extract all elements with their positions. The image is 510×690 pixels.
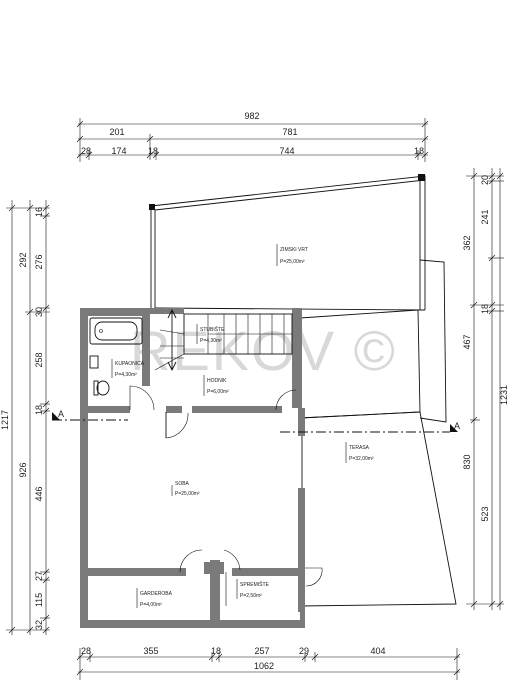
room-area: P=4,30m² — [115, 372, 137, 378]
room-name: GARDEROBA — [140, 591, 173, 597]
dim-left-926: 926 — [18, 462, 28, 477]
room-soba: SOBA P=25,00m² — [171, 481, 200, 497]
bathroom-fixtures — [89, 317, 143, 396]
dim-left-446: 446 — [34, 486, 44, 501]
room-area: P=4,00m² — [140, 602, 162, 608]
dim-top-18b: 18 — [414, 146, 424, 156]
dim-right-20: 20 — [480, 175, 490, 185]
room-name: SPREMIŠTE — [240, 581, 270, 588]
dim-left-total: 1217 — [0, 410, 10, 430]
room-area: P=25,00m² — [175, 491, 200, 497]
dim-right-830: 830 — [462, 454, 472, 469]
dim-bottom-404: 404 — [370, 646, 385, 656]
room-zimski-vrt: ZIMSKI VRT P=25,00m² — [276, 244, 308, 266]
room-name: TERASA — [349, 445, 370, 451]
dim-bottom-29: 29 — [299, 646, 309, 656]
room-garderoba: GARDEROBA P=4,00m² — [136, 588, 173, 608]
room-kupaonica: KUPAONICA P=4,30m² — [111, 359, 145, 378]
section-line: A A — [52, 409, 460, 433]
room-spremiste: SPREMIŠTE P=2,50m² — [236, 579, 270, 599]
dim-bottom-28: 28 — [81, 646, 91, 656]
dim-right-241: 241 — [480, 209, 490, 224]
dim-right-467: 467 — [462, 334, 472, 349]
top-dimensions: 982 201 781 28 174 18 744 18 — [76, 111, 429, 162]
dim-top-total: 982 — [244, 111, 259, 121]
dim-bottom-total: 1062 — [254, 661, 274, 671]
room-name: ZIMSKI VRT — [280, 247, 308, 253]
stairs — [154, 308, 293, 372]
room-area: P=6,00m² — [207, 389, 229, 395]
room-area: P=2,50m² — [240, 593, 262, 599]
bottom-dimensions: 28 355 18 257 29 404 1062 — [76, 646, 461, 680]
dim-left-276: 276 — [34, 254, 44, 269]
winter-garden — [149, 174, 426, 311]
dim-right-total: 1231 — [499, 385, 509, 405]
section-mark-left: A — [58, 409, 64, 419]
dim-bottom-18: 18 — [211, 646, 221, 656]
room-area: P=4,30m² — [200, 338, 222, 344]
dim-bottom-257: 257 — [254, 646, 269, 656]
dim-right-362: 362 — [462, 235, 472, 250]
dim-top-744: 744 — [279, 146, 294, 156]
room-stubiste: STUBIŠTE P=4,30m² — [196, 324, 225, 344]
dim-left-258: 258 — [34, 352, 44, 367]
dim-top-174: 174 — [111, 146, 126, 156]
dim-left-16: 16 — [34, 207, 44, 217]
room-name: HODNIK — [207, 378, 227, 384]
room-terasa: TERASA P=32,00m² — [345, 442, 374, 463]
dim-bottom-355: 355 — [143, 646, 158, 656]
dim-top-781: 781 — [282, 127, 297, 137]
dim-left-32: 32 — [34, 620, 44, 630]
watermark: REKOV © — [130, 319, 397, 382]
room-area: P=25,00m² — [280, 259, 305, 265]
room-name: SOBA — [175, 481, 190, 487]
room-labels: ZIMSKI VRT P=25,00m² STUBIŠTE P=4,30m² K… — [111, 244, 374, 608]
doors — [129, 385, 323, 606]
dim-top-18a: 18 — [148, 146, 158, 156]
section-mark-right: A — [454, 421, 460, 431]
room-name: KUPAONICA — [115, 361, 145, 367]
dim-left-27: 27 — [34, 571, 44, 581]
dim-right-18: 18 — [480, 304, 490, 314]
dim-left-18: 18 — [34, 405, 44, 415]
dim-right-523: 523 — [480, 506, 490, 521]
terrace-outline — [299, 259, 457, 607]
dim-left-292: 292 — [18, 252, 28, 267]
room-name: STUBIŠTE — [200, 326, 225, 333]
room-hodnik: HODNIK P=6,00m² — [203, 375, 229, 396]
dim-top-28: 28 — [81, 146, 91, 156]
room-area: P=32,00m² — [349, 456, 374, 462]
dim-top-201: 201 — [109, 127, 124, 137]
dim-left-115: 115 — [34, 593, 44, 607]
walls — [80, 308, 305, 628]
dim-left-30: 30 — [34, 307, 44, 317]
right-dimensions: 362 467 830 20 241 18 523 1231 — [462, 168, 509, 610]
left-dimensions: 1217 292 926 16 276 30 258 18 446 27 115… — [0, 200, 50, 635]
